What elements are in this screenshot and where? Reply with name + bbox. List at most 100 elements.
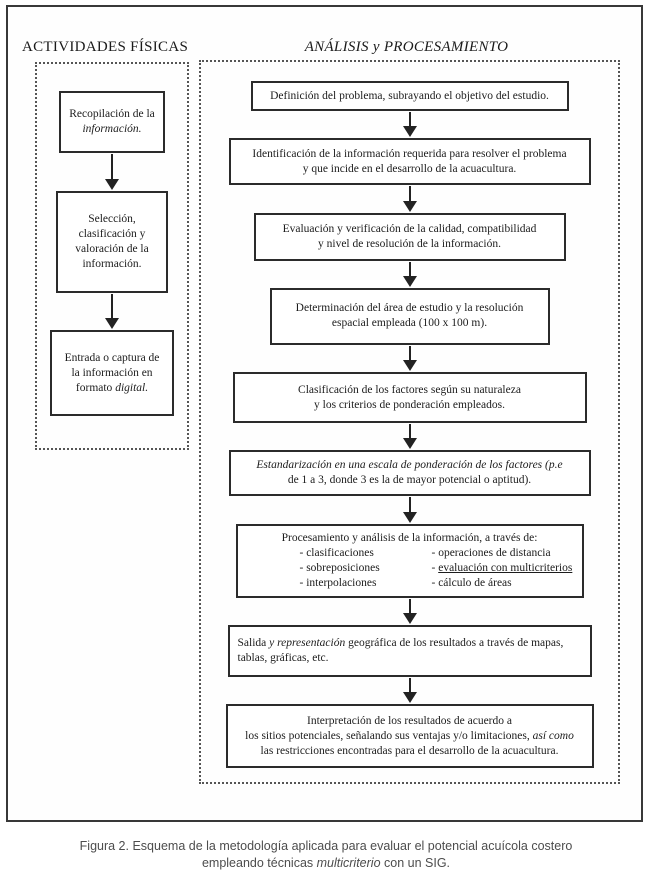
box-text-line: formato digital. xyxy=(56,381,168,396)
text-segment: Selección, xyxy=(88,212,136,225)
box-list-item: - sobreposiciones xyxy=(300,561,432,576)
caption-line: Figura 2. Esquema de la metodología apli… xyxy=(0,838,652,855)
box-determinacion-area: Determinación del área de estudio y la r… xyxy=(269,287,550,345)
box-text-line: valoración de la xyxy=(62,242,162,257)
box-list-item: - clasificaciones xyxy=(300,546,432,561)
arrow-head-icon xyxy=(105,318,119,329)
arrow-head-icon xyxy=(402,438,417,450)
text-segment: - cálculo de áreas xyxy=(431,576,512,589)
box-text-line: y los criterios de ponderación empleados… xyxy=(239,398,581,413)
text-segment: y nivel de resolución de la información. xyxy=(318,237,501,250)
arrow-stem xyxy=(408,598,411,613)
box-text-line: Evaluación y verificación de la calidad,… xyxy=(260,222,560,237)
text-segment: Identificación de la información requeri… xyxy=(252,147,567,160)
arrow-head-icon xyxy=(402,200,417,212)
box-text-line: tablas, gráficas, etc. xyxy=(238,651,582,666)
box-text-line: la información en xyxy=(56,366,168,381)
text-segment: información. xyxy=(82,257,142,270)
text-segment: Procesamiento y análisis de la informaci… xyxy=(281,531,538,544)
box-list-item: - operaciones de distancia xyxy=(432,546,578,561)
text-segment: Clasificación de los factores según su n… xyxy=(298,383,521,396)
figure-caption: Figura 2. Esquema de la metodología apli… xyxy=(0,838,652,872)
text-segment: los sitios potenciales, señalando sus ve… xyxy=(245,729,533,742)
text-segment: geográfica de los resultados a través de… xyxy=(345,636,564,649)
text-segment: Interpretación de los resultados de acue… xyxy=(307,714,512,727)
box-text-line: espacial empleada (100 x 100 m). xyxy=(276,316,544,331)
arrow-stem xyxy=(408,677,411,692)
box-list-row: - sobreposiciones- evaluación con multic… xyxy=(242,561,578,576)
arrow-head-icon xyxy=(402,612,417,624)
box-clasificacion-factores: Clasificación de los factores según su n… xyxy=(232,372,587,423)
text-segment: Salida xyxy=(237,636,270,649)
box-text-line: Procesamiento y análisis de la informaci… xyxy=(242,531,578,546)
text-segment: así como xyxy=(532,729,574,742)
box-estandarizacion-escala: Estandarización en una escala de pondera… xyxy=(228,450,591,497)
box-interpretacion-resultados: Interpretación de los resultados de acue… xyxy=(225,704,594,768)
flow-arrow-down xyxy=(105,293,119,331)
box-text-line: Identificación de la información requeri… xyxy=(235,147,585,162)
text-segment: - xyxy=(431,561,439,574)
arrow-stem xyxy=(408,261,411,276)
right-panel-title: ANÁLISIS y PROCESAMIENTO xyxy=(304,39,509,55)
arrow-stem xyxy=(408,497,411,512)
box-text-line: Interpretación de los resultados de acue… xyxy=(232,714,588,729)
box-evaluacion-verificacion: Evaluación y verificación de la calidad,… xyxy=(253,212,566,261)
box-text-line: los sitios potenciales, señalando sus ve… xyxy=(232,729,588,744)
text-segment: formato xyxy=(75,381,116,394)
box-procesamiento-analisis: Procesamiento y análisis de la informaci… xyxy=(235,523,584,598)
caption-line: empleando técnicas multicriterio con un … xyxy=(0,855,652,872)
box-text-line: las restricciones encontradas para el de… xyxy=(232,744,588,759)
text-segment: Evaluación y verificación de la calidad,… xyxy=(282,222,537,235)
box-text-line: Salida y representación geográfica de lo… xyxy=(238,636,582,651)
arrow-head-icon xyxy=(402,126,417,138)
text-segment: con un SIG. xyxy=(380,856,451,870)
arrow-stem xyxy=(408,424,411,439)
arrow-stem xyxy=(408,112,411,127)
text-segment: - interpolaciones xyxy=(299,576,377,589)
right-panel-analisis-procesamiento: Definición del problema, subrayando el o… xyxy=(199,60,620,784)
flow-arrow-down xyxy=(402,598,417,625)
text-segment: evaluación con multicriterios xyxy=(438,561,573,574)
text-segment: la información en xyxy=(71,366,153,379)
flow-arrow-down xyxy=(402,423,417,450)
arrow-head-icon xyxy=(402,511,417,523)
box-list-item: - interpolaciones xyxy=(300,576,432,591)
text-segment: y los criterios de ponderación empleados… xyxy=(314,398,505,411)
text-segment: clasificación y xyxy=(78,227,146,240)
arrow-stem xyxy=(408,186,411,201)
arrow-head-icon xyxy=(402,360,417,371)
text-segment: Definición del problema, subrayando el o… xyxy=(270,89,549,102)
box-seleccion-clasificacion-valoracion: Selección, clasificación y valoración de l… xyxy=(56,190,168,293)
flow-arrow-down xyxy=(402,496,417,523)
flow-arrow-down xyxy=(105,153,119,191)
flow-arrow-down xyxy=(402,345,417,372)
box-text-line: y que incide en el desarrollo de la acua… xyxy=(235,162,585,177)
flow-arrow-down xyxy=(402,185,417,212)
left-panel-title: ACTIVIDADES FÍSICAS xyxy=(22,39,189,55)
box-definicion-problema: Definición del problema, subrayando el o… xyxy=(250,81,569,111)
flow-arrow-down xyxy=(402,111,417,138)
box-text-line: Recopilación de la xyxy=(65,107,159,122)
text-segment: información. xyxy=(82,123,142,135)
text-segment: espacial empleada (100 x 100 m). xyxy=(331,317,488,330)
flow-arrow-down xyxy=(402,261,417,288)
figure-frame: ACTIVIDADES FÍSICAS ANÁLISIS y PROCESAMI… xyxy=(6,5,643,822)
box-entrada-captura-digital: Entrada o captura de la información en for… xyxy=(50,330,174,416)
text-segment: multicriterio xyxy=(316,856,381,870)
arrow-head-icon xyxy=(105,178,119,190)
box-list-item: - cálculo de áreas xyxy=(432,576,578,591)
box-text-line: información. xyxy=(65,122,159,137)
arrow-stem xyxy=(408,345,411,360)
flow-arrow-down xyxy=(402,677,417,704)
arrow-stem xyxy=(111,293,113,318)
arrow-head-icon xyxy=(402,275,417,287)
box-salida-representacion: Salida y representación geográfica de lo… xyxy=(227,624,592,677)
text-segment: Entrada o captura de xyxy=(64,351,160,364)
box-identificacion-informacion: Identificación de la información requeri… xyxy=(228,138,591,186)
text-segment: valoración de la xyxy=(75,242,149,255)
text-segment: Determinación del área de estudio y la r… xyxy=(295,302,524,315)
box-list-item: - evaluación con multicriterios xyxy=(432,561,578,576)
box-text-line: Definición del problema, subrayando el o… xyxy=(257,89,563,104)
